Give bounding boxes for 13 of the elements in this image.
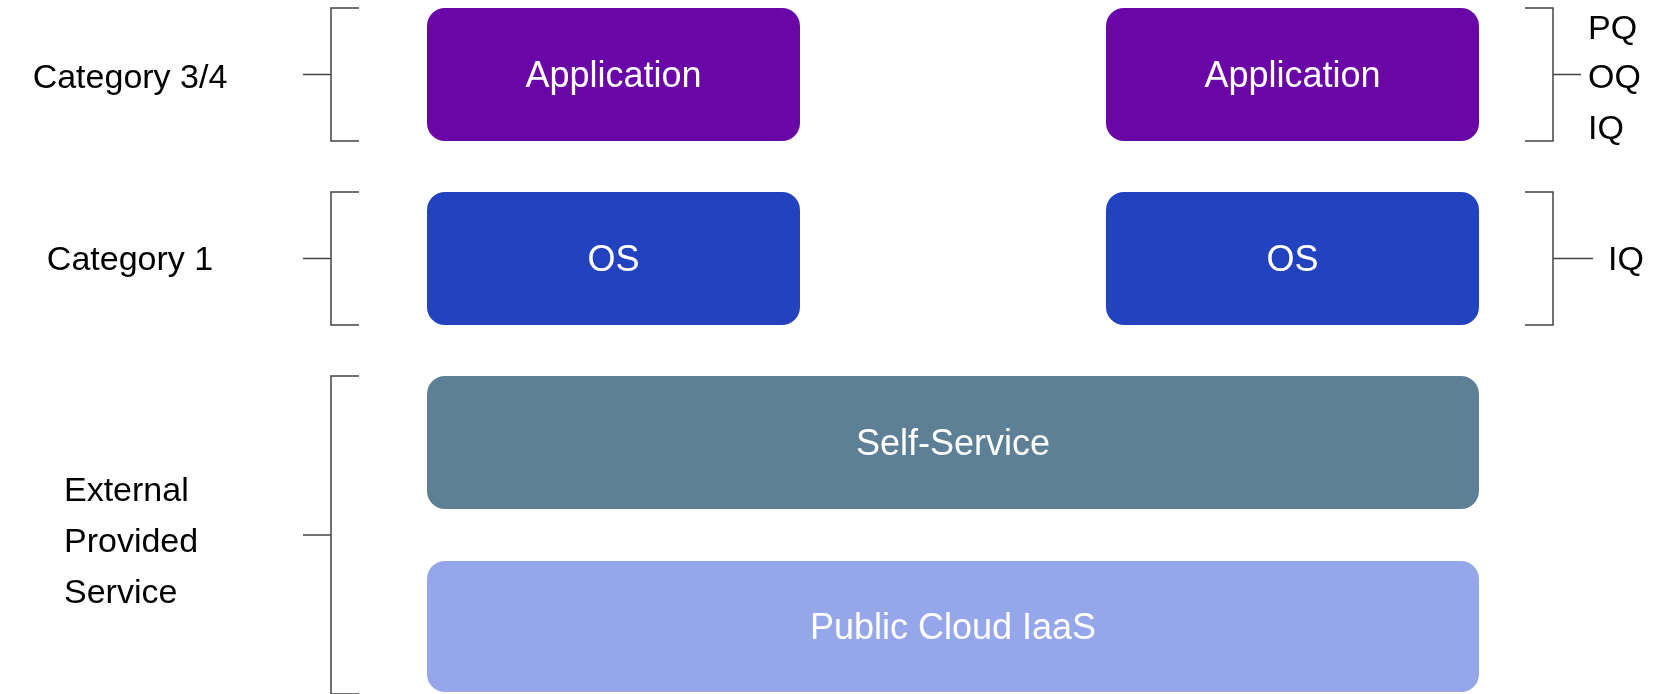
- os-box: OS: [1106, 192, 1479, 325]
- qualification-label: IQ: [1608, 238, 1645, 278]
- application-box: Application: [427, 8, 800, 141]
- os-box: OS: [427, 192, 800, 325]
- service-box: Self-Service: [427, 376, 1479, 509]
- qualification-label: OQ: [1588, 56, 1642, 96]
- category-label: External Provided Service: [64, 469, 200, 612]
- application-box: Application: [1106, 8, 1479, 141]
- category-label: Category 3/4: [31, 56, 229, 96]
- cloud-box: Public Cloud IaaS: [427, 561, 1479, 692]
- qualification-label: IQ: [1588, 107, 1625, 147]
- category-label: Category 1: [45, 238, 215, 278]
- qualification-label: PQ: [1588, 7, 1639, 47]
